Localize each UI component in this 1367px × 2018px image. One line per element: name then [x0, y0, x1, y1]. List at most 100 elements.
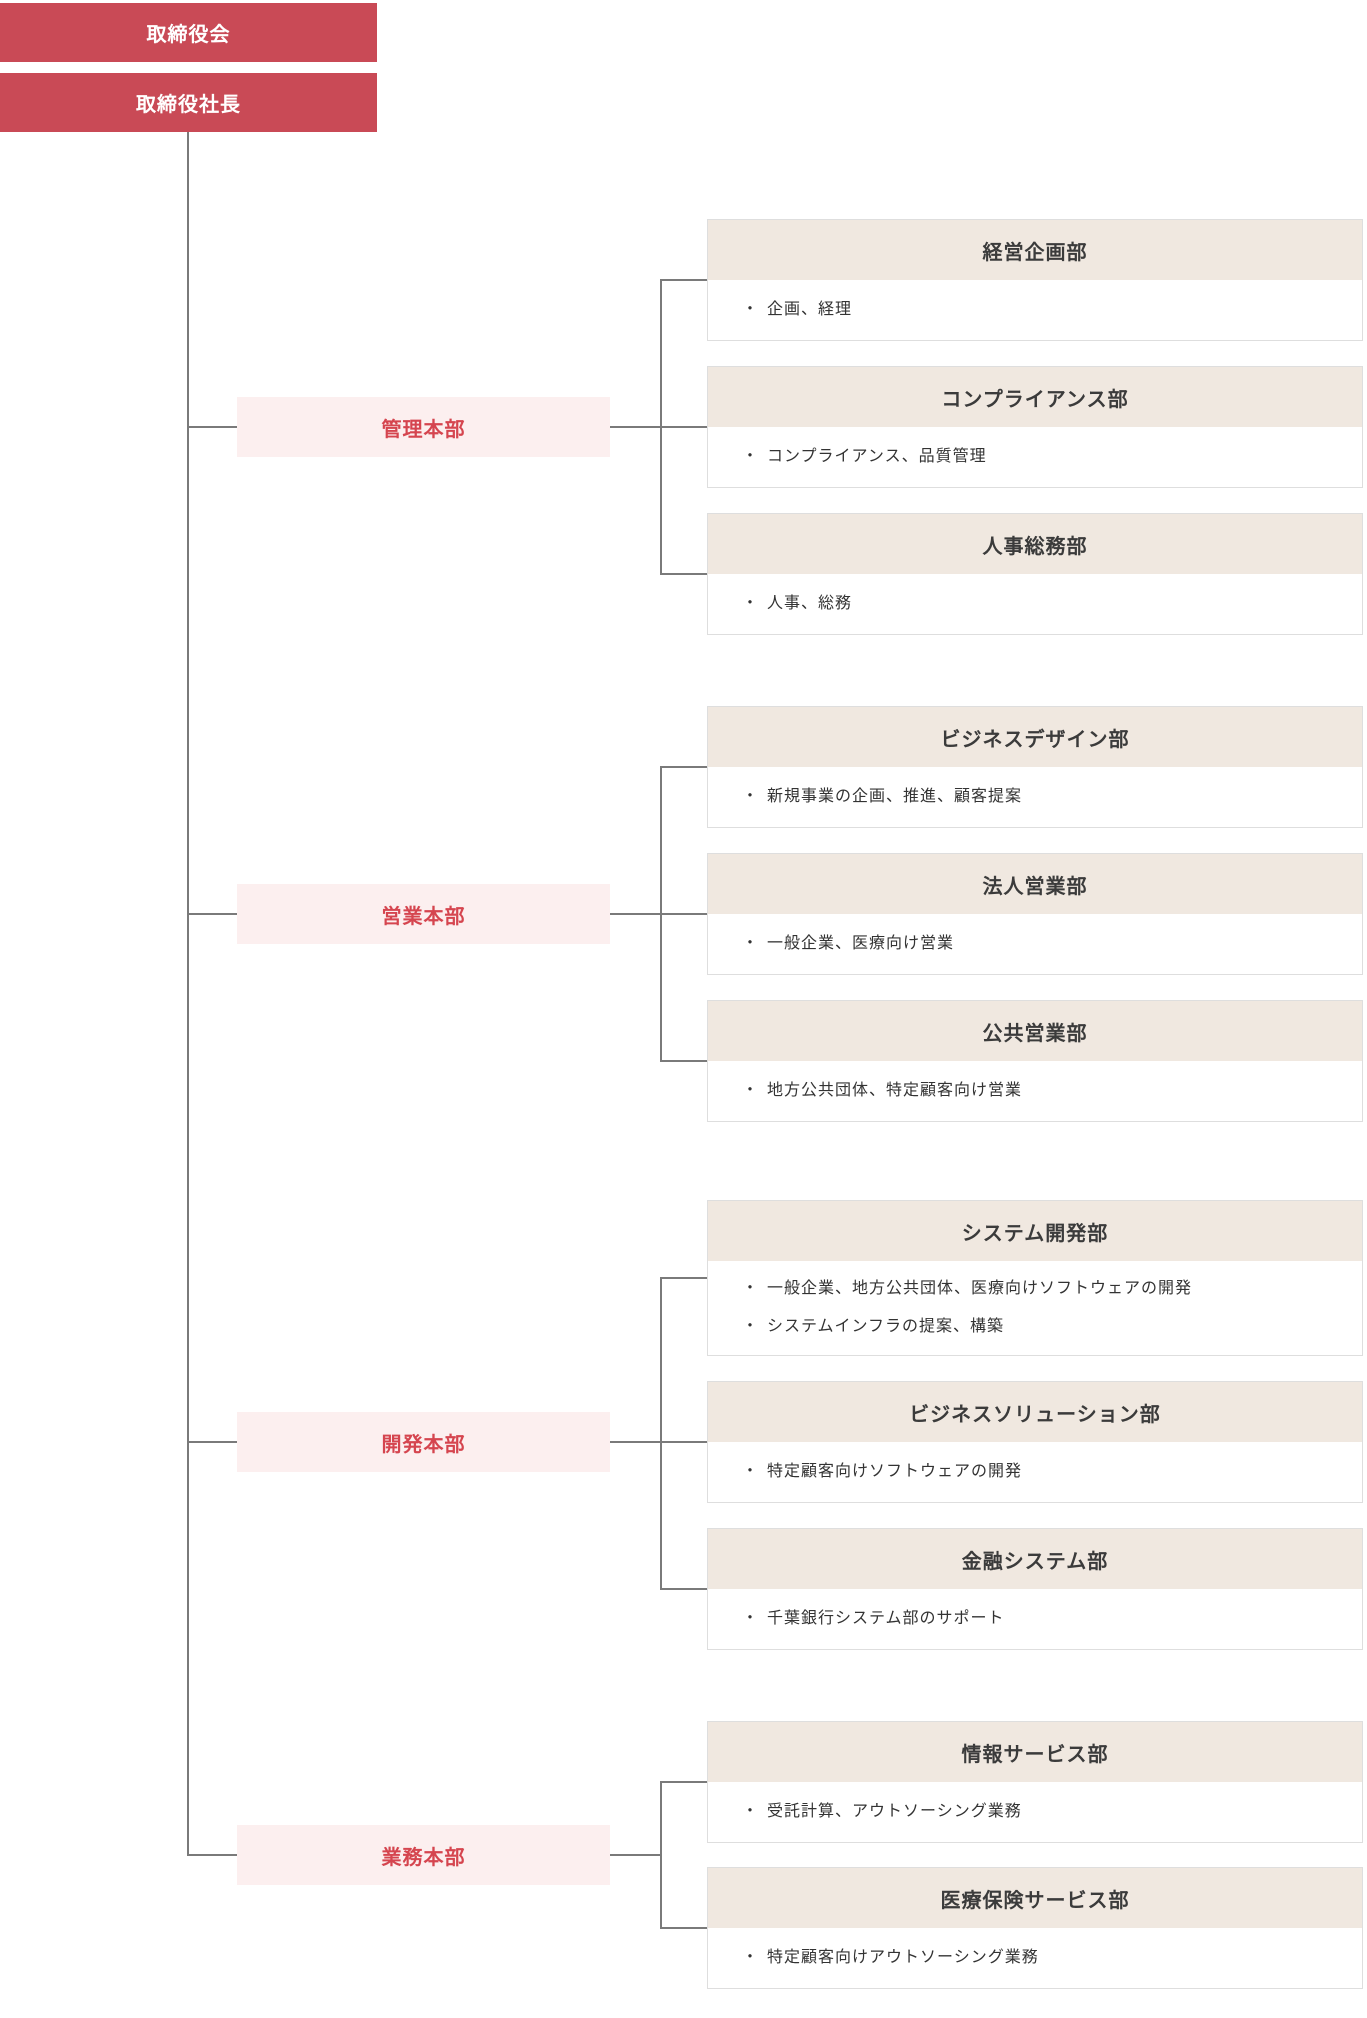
department-header: 情報サービス部	[708, 1722, 1362, 1782]
division-box-operations: 業務本部	[237, 1825, 610, 1885]
division-box-admin: 管理本部	[237, 397, 610, 457]
bullet-text: 特定顧客向けアウトソーシング業務	[767, 1949, 1039, 1966]
department-name: システム開発部	[961, 1222, 1109, 1245]
bullet-item: ・ 一般企業、地方公共団体、医療向けソフトウェアの開発	[708, 1270, 1362, 1308]
division-box-admin-label: 管理本部	[381, 418, 466, 441]
connector-stub-1-1	[660, 279, 707, 281]
department-body: ・ コンプライアンス、品質管理	[708, 427, 1362, 487]
exec-box-board-label: 取締役会	[146, 24, 231, 46]
department-card: 人事総務部 ・ 人事、総務	[707, 513, 1363, 635]
bullet-icon: ・	[742, 448, 760, 465]
department-header: コンプライアンス部	[708, 367, 1362, 427]
bullet-item: ・ 受託計算、アウトソーシング業務	[708, 1793, 1362, 1831]
department-name: 医療保険サービス部	[940, 1889, 1130, 1912]
bullet-item: ・ 一般企業、医療向け営業	[708, 925, 1362, 963]
bullet-text: コンプライアンス、品質管理	[767, 448, 987, 465]
department-body: ・ 一般企業、地方公共団体、医療向けソフトウェアの開発 ・ システムインフラの提…	[708, 1261, 1362, 1355]
connector-junction-3	[660, 1277, 662, 1590]
bullet-item: ・ 特定顧客向けアウトソーシング業務	[708, 1939, 1362, 1977]
connector-division-3-right	[610, 1441, 661, 1443]
bullet-item: ・ コンプライアンス、品質管理	[708, 438, 1362, 476]
bullet-icon: ・	[742, 935, 760, 952]
department-name: 情報サービス部	[961, 1743, 1109, 1766]
department-header: システム開発部	[708, 1201, 1362, 1261]
bullet-icon: ・	[742, 1280, 760, 1297]
division-box-development: 開発本部	[237, 1412, 610, 1472]
connector-division-2-right	[610, 913, 661, 915]
bullet-text: 人事、総務	[767, 595, 853, 612]
exec-box-president-label: 取締役社長	[136, 94, 241, 116]
bullet-icon: ・	[742, 595, 760, 612]
bullet-icon: ・	[742, 1949, 760, 1966]
department-body: ・ 地方公共団体、特定顧客向け営業	[708, 1061, 1362, 1121]
division-box-development-label: 開発本部	[381, 1433, 466, 1456]
department-body: ・ 特定顧客向けアウトソーシング業務	[708, 1928, 1362, 1988]
bullet-text: 受託計算、アウトソーシング業務	[767, 1803, 1022, 1820]
department-card: 経営企画部 ・ 企画、経理	[707, 219, 1363, 341]
bullet-icon: ・	[742, 1610, 760, 1627]
department-body: ・ 一般企業、医療向け営業	[708, 914, 1362, 974]
department-header: 経営企画部	[708, 220, 1362, 280]
bullet-text: 企画、経理	[767, 301, 853, 318]
connector-division-4-right	[610, 1854, 661, 1856]
department-body: ・ 企画、経理	[708, 280, 1362, 340]
bullet-item: ・ 千葉銀行システム部のサポート	[708, 1600, 1362, 1638]
bullet-item: ・ 新規事業の企画、推進、顧客提案	[708, 778, 1362, 816]
connector-division-2-left	[188, 913, 237, 915]
bullet-text: 一般企業、地方公共団体、医療向けソフトウェアの開発	[767, 1280, 1193, 1297]
division-box-sales: 営業本部	[237, 884, 610, 944]
bullet-icon: ・	[742, 788, 760, 805]
bullet-text: 特定顧客向けソフトウェアの開発	[767, 1463, 1023, 1480]
department-header: 公共営業部	[708, 1001, 1362, 1061]
department-name: 金融システム部	[961, 1550, 1109, 1573]
connector-division-1-left	[188, 426, 237, 428]
department-name: コンプライアンス部	[941, 388, 1129, 411]
department-card: コンプライアンス部 ・ コンプライアンス、品質管理	[707, 366, 1363, 488]
connector-stub-1-2	[660, 426, 707, 428]
department-name: ビジネスデザイン部	[940, 728, 1130, 751]
bullet-icon: ・	[742, 1463, 760, 1480]
department-header: 医療保険サービス部	[708, 1868, 1362, 1928]
department-card: 情報サービス部 ・ 受託計算、アウトソーシング業務	[707, 1721, 1363, 1843]
exec-box-board: 取締役会	[0, 3, 377, 62]
connector-stub-4-1	[660, 1781, 707, 1783]
department-header: 金融システム部	[708, 1529, 1362, 1589]
connector-stub-2-2	[660, 913, 707, 915]
department-card: 公共営業部 ・ 地方公共団体、特定顧客向け営業	[707, 1000, 1363, 1122]
bullet-text: 一般企業、医療向け営業	[767, 935, 955, 952]
connector-stub-1-3	[660, 573, 707, 575]
department-header: 人事総務部	[708, 514, 1362, 574]
department-card: 法人営業部 ・ 一般企業、医療向け営業	[707, 853, 1363, 975]
connector-division-4-left	[188, 1854, 237, 1856]
connector-stub-3-2	[660, 1441, 707, 1443]
department-card: システム開発部 ・ 一般企業、地方公共団体、医療向けソフトウェアの開発 ・ シス…	[707, 1200, 1363, 1356]
connector-junction-4	[660, 1781, 662, 1929]
bullet-icon: ・	[742, 1082, 760, 1099]
bullet-item: ・ システムインフラの提案、構築	[708, 1308, 1362, 1346]
connector-stub-4-2	[660, 1927, 707, 1929]
connector-spine	[187, 132, 189, 1856]
department-body: ・ 特定顧客向けソフトウェアの開発	[708, 1442, 1362, 1502]
connector-division-3-left	[188, 1441, 237, 1443]
department-body: ・ 受託計算、アウトソーシング業務	[708, 1782, 1362, 1842]
bullet-icon: ・	[742, 1803, 760, 1820]
connector-stub-3-1	[660, 1277, 707, 1279]
department-header: ビジネスデザイン部	[708, 707, 1362, 767]
bullet-item: ・ 地方公共団体、特定顧客向け営業	[708, 1072, 1362, 1110]
bullet-item: ・ 人事、総務	[708, 585, 1362, 623]
exec-box-president: 取締役社長	[0, 73, 377, 132]
bullet-text: システムインフラの提案、構築	[767, 1318, 1005, 1335]
department-card: 金融システム部 ・ 千葉銀行システム部のサポート	[707, 1528, 1363, 1650]
connector-division-1-right	[610, 426, 661, 428]
bullet-item: ・ 企画、経理	[708, 291, 1362, 329]
connector-stub-2-3	[660, 1060, 707, 1062]
department-name: ビジネスソリューション部	[909, 1403, 1161, 1426]
department-body: ・ 千葉銀行システム部のサポート	[708, 1589, 1362, 1649]
bullet-icon: ・	[742, 1318, 760, 1335]
department-name: 経営企画部	[982, 241, 1088, 264]
connector-stub-2-1	[660, 766, 707, 768]
bullet-text: 地方公共団体、特定顧客向け営業	[767, 1082, 1023, 1099]
department-body: ・ 新規事業の企画、推進、顧客提案	[708, 767, 1362, 827]
department-name: 法人営業部	[982, 875, 1088, 898]
